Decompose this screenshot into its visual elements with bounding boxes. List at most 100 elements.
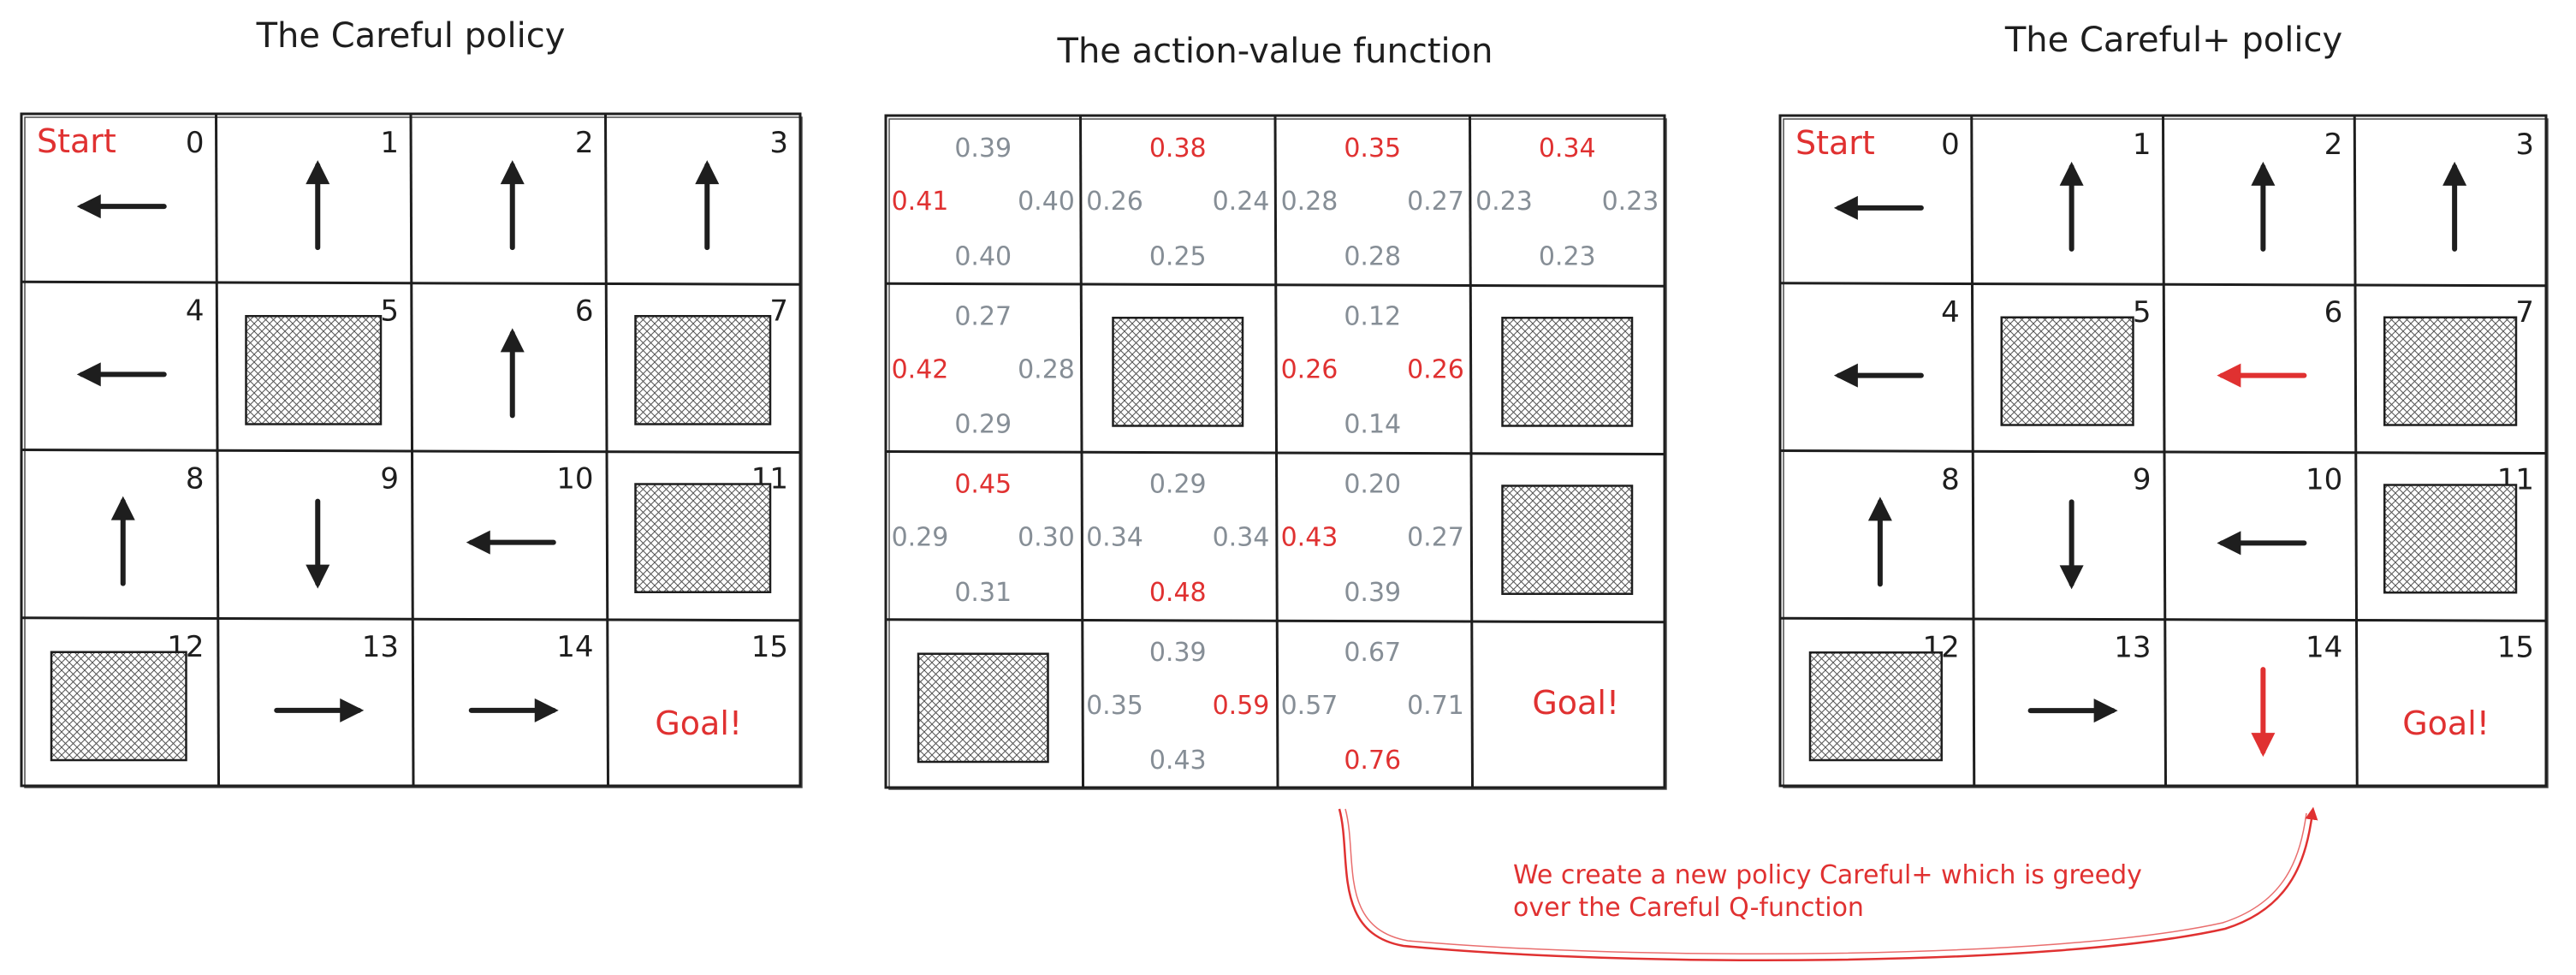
cell-number: 2 <box>575 126 594 160</box>
cell-number: 0 <box>1941 128 1960 162</box>
arrow-up-icon <box>500 328 525 419</box>
q-value-down: 0.31 <box>954 578 1012 608</box>
careful_policy-cell-14: 14 <box>468 630 594 722</box>
q-value-down: 0.39 <box>1344 578 1401 608</box>
cell-number: 6 <box>2324 295 2343 330</box>
careful_plus_policy-cell-8: 8 <box>1867 463 1960 587</box>
q-value-right: 0.59 <box>1213 691 1270 721</box>
careful_plus_policy-cell-14: 14 <box>2251 630 2342 758</box>
q-value-down: 0.23 <box>1539 241 1596 271</box>
careful_plus_policy-hline <box>1779 282 2547 288</box>
cell-number: 1 <box>2133 128 2152 162</box>
q-hline <box>885 618 1665 624</box>
cell-number: 8 <box>186 462 205 496</box>
q-value-down: 0.28 <box>1344 241 1401 271</box>
cell-number: 7 <box>2515 295 2534 330</box>
q-value-right: 0.23 <box>1602 187 1659 217</box>
cell-number: 2 <box>2324 128 2343 162</box>
q-value-right: 0.71 <box>1407 691 1464 721</box>
improvement-note-line2: over the Careful Q-function <box>1513 893 1864 923</box>
q-value-up: 0.29 <box>1149 470 1207 500</box>
improvement-arrow <box>1338 806 2318 962</box>
q-value-down: 0.29 <box>954 410 1012 440</box>
wall-block <box>634 315 772 425</box>
start-label: Start <box>37 122 116 160</box>
goal-label: Goal! <box>2402 704 2490 742</box>
careful_plus_policy-cell-4: 4 <box>1833 295 1960 388</box>
arrow-right-icon <box>468 698 559 722</box>
q-value-left: 0.42 <box>892 354 949 384</box>
careful_policy-vline <box>604 113 609 787</box>
wall-block <box>1501 485 1634 595</box>
careful_plus_policy-vline <box>2353 115 2359 787</box>
cell-number: 4 <box>186 294 205 328</box>
q-cell-5 <box>1112 317 1244 427</box>
careful_plus_policy-hline <box>1779 616 2547 622</box>
cell-number: 0 <box>186 126 205 160</box>
q-value-left: 0.26 <box>1281 354 1338 384</box>
arrow-down-icon <box>306 498 330 589</box>
careful_plus_policy-cell-3: 3 <box>2442 128 2534 252</box>
careful_policy-cell-1: 1 <box>306 126 399 251</box>
careful_policy-cell-10: 10 <box>466 462 594 555</box>
cell-number: 15 <box>2497 630 2534 664</box>
careful_plus_policy-cell-11: 11 <box>2383 463 2534 594</box>
arrow-left-icon <box>1833 363 1924 388</box>
q-value-up: 0.38 <box>1149 134 1207 163</box>
arrow-left-icon <box>2217 531 2307 556</box>
careful_policy-cell-2: 2 <box>500 126 594 251</box>
careful_plus_policy-hline <box>1779 449 2547 455</box>
careful_policy-cell-9: 9 <box>306 462 399 589</box>
wall-block <box>1501 317 1634 427</box>
wall-block <box>634 483 772 593</box>
q-value-right: 0.34 <box>1213 523 1270 553</box>
careful_plus_policy-cell-9: 9 <box>2059 463 2152 590</box>
careful_plus_policy-cell-6: 6 <box>2217 295 2342 388</box>
q-value-down: 0.14 <box>1344 410 1401 440</box>
q-value-left: 0.23 <box>1475 187 1533 217</box>
arrow-up-icon <box>695 160 720 251</box>
careful_policy-hline <box>21 280 801 286</box>
q-value-right: 0.27 <box>1407 523 1464 553</box>
q-vline <box>1469 115 1474 788</box>
q-value-left: 0.28 <box>1281 187 1338 217</box>
q-value-left: 0.43 <box>1281 523 1338 553</box>
careful_policy-cell-13: 13 <box>274 630 399 722</box>
start-label: Start <box>1795 124 1875 162</box>
arrow-left-icon <box>2217 363 2307 388</box>
cell-number: 14 <box>556 630 593 664</box>
careful_policy-cell-6: 6 <box>500 294 594 419</box>
cell-number: 3 <box>2515 128 2534 162</box>
q-value-down: 0.43 <box>1149 746 1207 776</box>
arrow-up-icon <box>2059 161 2084 252</box>
q-vline <box>1273 115 1279 788</box>
q-value-up: 0.12 <box>1344 301 1401 331</box>
q-value-down: 0.48 <box>1149 578 1207 608</box>
careful_plus_policy-cell-13: 13 <box>2027 630 2152 723</box>
q-value-up: 0.35 <box>1344 134 1401 163</box>
cell-number: 1 <box>380 126 399 160</box>
cell-number: 8 <box>1941 463 1960 497</box>
q-value-down: 0.76 <box>1344 746 1401 776</box>
q-value-left: 0.41 <box>892 187 949 217</box>
careful_policy-hline <box>21 616 801 622</box>
careful_policy-hline <box>21 449 801 454</box>
arrow-up-icon <box>2442 161 2467 252</box>
cell-number: 13 <box>362 630 399 664</box>
q-cell-11 <box>1501 485 1634 595</box>
arrow-up-icon <box>306 160 330 251</box>
arrow-up-icon <box>110 496 135 586</box>
wall-block <box>245 315 383 425</box>
careful_policy-cell-11: 11 <box>634 462 788 593</box>
arrow-left-icon <box>76 194 167 219</box>
title-careful-policy: The Careful policy <box>256 16 566 56</box>
careful_plus_policy-cell-2: 2 <box>2251 128 2343 252</box>
cell-number: 10 <box>2306 463 2342 497</box>
q-value-up: 0.39 <box>1149 638 1207 668</box>
